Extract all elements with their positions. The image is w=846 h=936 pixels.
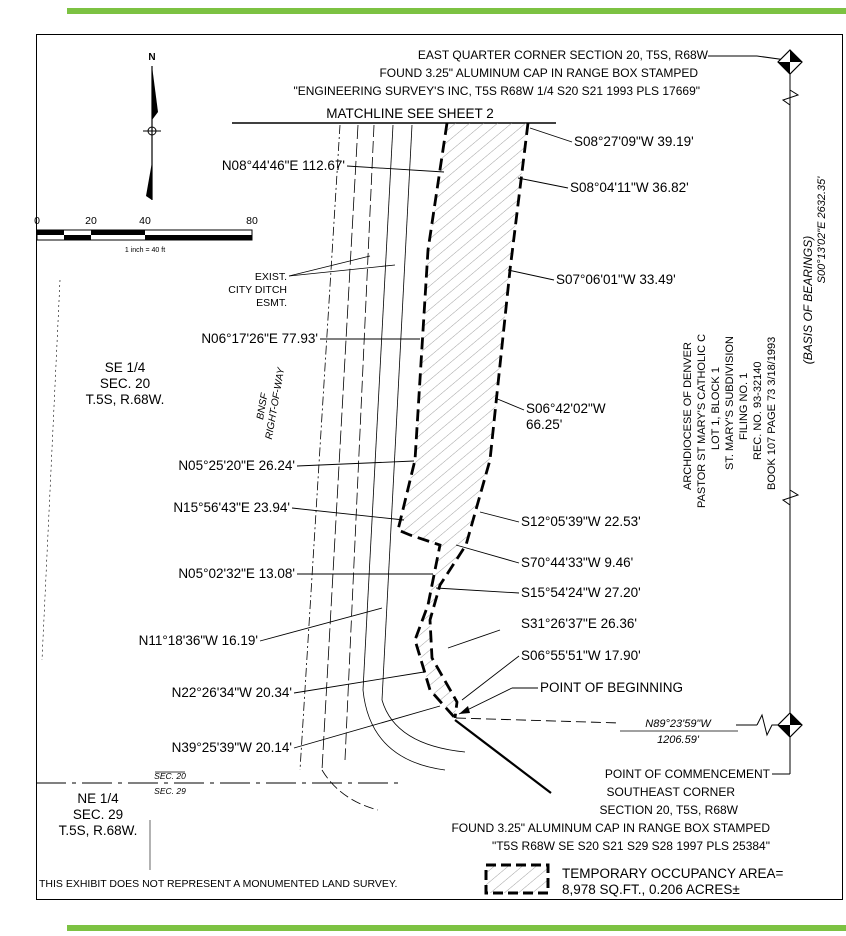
svg-text:CITY DITCH: CITY DITCH — [228, 284, 287, 296]
svg-text:ARCHDIOCESE OF DENVER: ARCHDIOCESE OF DENVER — [682, 342, 694, 490]
svg-text:SOUTHEAST CORNER: SOUTHEAST CORNER — [607, 785, 736, 799]
bearing-n06-17-26: N06°17'26"E 77.93' — [201, 331, 318, 346]
svg-text:EXIST.: EXIST. — [255, 271, 287, 283]
svg-text:SEC. 29: SEC. 29 — [73, 807, 123, 822]
se-quarter-label: SE 1/4 SEC. 20 T.5S, R.68W. — [86, 360, 165, 407]
occupancy-east-boundary — [428, 122, 530, 719]
svg-text:T.5S, R.68W.: T.5S, R.68W. — [86, 392, 165, 407]
scale-tick-20: 20 — [85, 215, 97, 227]
disclaimer-text: THIS EXHIBIT DOES NOT REPRESENT A MONUME… — [39, 878, 397, 890]
bearing-s31-26-37: S31°26'37"E 26.36' — [521, 616, 637, 631]
legend-line1: TEMPORARY OCCUPANCY AREA= — [562, 866, 784, 881]
bearing-s08-04-11: S08°04'11"W 36.82' — [570, 180, 689, 195]
svg-text:(BASIS OF BEARINGS): (BASIS OF BEARINGS) — [801, 236, 815, 364]
svg-text:REC. NO. 93-32140: REC. NO. 93-32140 — [752, 362, 764, 460]
bearing-n11-18-36: N11°18'36"W 16.19' — [139, 633, 258, 648]
east-bearing-labels: S08°27'09"W 39.19' S08°04'11"W 36.82' S0… — [435, 127, 694, 701]
bearing-s15-54-24: S15°54'24"W 27.20' — [521, 585, 641, 600]
archdiocese-parcel-label: ARCHDIOCESE OF DENVER PASTOR ST MARY'S C… — [682, 334, 778, 508]
svg-text:SEC. 20: SEC. 20 — [100, 376, 150, 391]
svg-text:SE 1/4: SE 1/4 — [105, 360, 146, 375]
bearing-n39-25-39: N39°25'39"W 20.14' — [172, 740, 292, 755]
matchline-label: MATCHLINE SEE SHEET 2 — [326, 106, 494, 121]
svg-text:PASTOR ST MARY'S CATHOLIC C: PASTOR ST MARY'S CATHOLIC C — [696, 334, 708, 508]
tie-line-distance: 1206.59' — [657, 734, 700, 746]
svg-text:S00°13'02"E 2632.35': S00°13'02"E 2632.35' — [816, 176, 828, 284]
svg-text:T.5S, R.68W.: T.5S, R.68W. — [59, 823, 138, 838]
basis-of-bearings-label: (BASIS OF BEARINGS) S00°13'02"E 2632.35' — [801, 176, 828, 364]
bottom-accent-bar — [67, 925, 846, 931]
occupancy-area-hatch — [398, 123, 528, 718]
scale-tick-40: 40 — [139, 215, 151, 227]
top-accent-bar — [67, 8, 846, 14]
svg-text:NE 1/4: NE 1/4 — [77, 791, 119, 806]
southeast-corner-monument — [777, 712, 803, 738]
bearing-s06-42-02: S06°42'02"W — [526, 401, 606, 416]
section-line-top-label: SEC. 20 — [154, 771, 186, 781]
header-note-line3: "ENGINEERING SURVEY'S INC, T5S R68W 1/4 … — [293, 84, 700, 98]
point-of-beginning-label: POINT OF BEGINNING — [540, 680, 683, 695]
bearing-s70-44-33: S70°44'33"W 9.46' — [521, 555, 633, 570]
bearing-s08-27-09: S08°27'09"W 39.19' — [574, 134, 694, 149]
city-ditch-label: EXIST. CITY DITCH ESMT. — [228, 255, 396, 309]
north-arrow-label: N — [148, 52, 155, 63]
tie-line: N89°23'59"W 1206.59' — [455, 713, 778, 746]
header-note-line1: EAST QUARTER CORNER SECTION 20, T5S, R68… — [418, 48, 709, 62]
basis-of-bearings-line — [781, 72, 800, 768]
ne-quarter-label: NE 1/4 SEC. 29 T.5S, R.68W. — [59, 791, 138, 838]
svg-text:BOOK 107 PAGE 73 3/18/1993: BOOK 107 PAGE 73 3/18/1993 — [766, 337, 778, 490]
bearing-s12-05-39: S12°05'39"W 22.53' — [521, 514, 641, 529]
svg-text:LOT 1, BLOCK 1: LOT 1, BLOCK 1 — [710, 367, 722, 450]
east-quarter-corner-monument — [777, 49, 803, 75]
right-of-way-lines — [41, 124, 552, 870]
bearing-s06-55-51: S06°55'51"W 17.90' — [521, 648, 641, 663]
svg-text:FILING NO. 1: FILING NO. 1 — [738, 373, 750, 440]
svg-text:POINT OF COMMENCEMENT: POINT OF COMMENCEMENT — [605, 767, 771, 781]
bearing-n15-56-43: N15°56'43"E 23.94' — [173, 500, 290, 515]
legend-line2: 8,978 SQ.FT., 0.206 ACRES± — [562, 882, 740, 897]
bearing-n05-25-20: N05°25'20"E 26.24' — [178, 458, 295, 473]
svg-text:BNSF: BNSF — [255, 391, 271, 420]
west-bearing-labels: N08°44'46"E 112.67' N06°17'26"E 77.93' N… — [139, 158, 445, 755]
header-note-line2: FOUND 3.25" ALUMINUM CAP IN RANGE BOX ST… — [379, 66, 698, 80]
scale-tick-80: 80 — [246, 215, 258, 227]
legend: TEMPORARY OCCUPANCY AREA= 8,978 SQ.FT., … — [484, 863, 784, 897]
bearing-s07-06-01: S07°06'01"W 33.49' — [556, 272, 676, 287]
north-arrow-icon: N — [143, 52, 161, 200]
scale-caption: 1 inch = 40 ft — [125, 247, 165, 254]
svg-text:ST. MARY'S SUBDIVISION: ST. MARY'S SUBDIVISION — [724, 336, 736, 470]
drawing-frame — [36, 34, 843, 900]
bearing-n05-02-32: N05°02'32"E 13.08' — [178, 566, 295, 581]
scale-tick-0: 0 — [34, 215, 40, 227]
svg-text:SECTION 20, T5S, R68W: SECTION 20, T5S, R68W — [600, 803, 739, 817]
tie-line-bearing: N89°23'59"W — [645, 718, 712, 730]
legend-swatch — [484, 863, 550, 895]
point-of-commencement-note: POINT OF COMMENCEMENT SOUTHEAST CORNER S… — [451, 740, 791, 853]
bnsf-row-label: BNSF RIGHT-OF-WAY — [255, 366, 287, 441]
bearing-s06-42-02-distance: 66.25' — [526, 417, 562, 432]
bearing-n22-26-34: N22°26'34"W 20.34' — [172, 685, 292, 700]
svg-text:"T5S R68W SE S20 S21 S29 S28 1: "T5S R68W SE S20 S21 S29 S28 1997 PLS 25… — [492, 839, 770, 853]
svg-text:FOUND 3.25" ALUMINUM CAP IN RA: FOUND 3.25" ALUMINUM CAP IN RANGE BOX ST… — [451, 821, 770, 835]
svg-text:ESMT.: ESMT. — [256, 297, 287, 309]
bearing-n08-44-46: N08°44'46"E 112.67' — [222, 158, 345, 173]
scale-bar: 0 20 40 80 1 inch = 40 ft — [34, 215, 258, 254]
occupancy-west-boundary — [396, 122, 457, 719]
section-line-bottom-label: SEC. 29 — [154, 786, 186, 796]
